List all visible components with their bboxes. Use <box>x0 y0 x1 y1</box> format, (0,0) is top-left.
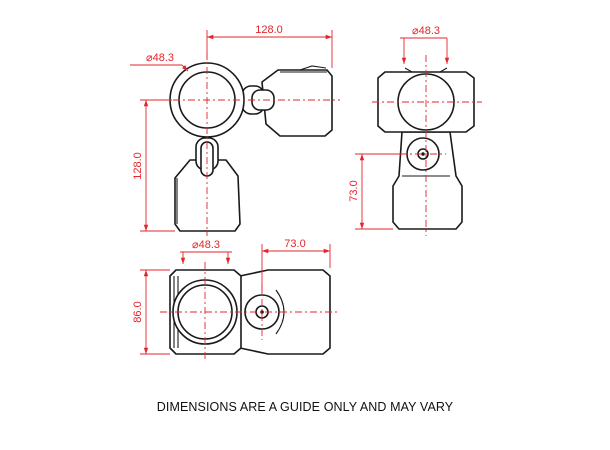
dim-diameter: ⌀48.3 <box>412 25 440 37</box>
view-top-right: ⌀48.3 73.0 <box>348 25 482 236</box>
view-bottom: ⌀48.3 73.0 86.0 <box>132 238 340 362</box>
socket-screw-tip <box>299 65 327 71</box>
diameter-leader-arrow <box>181 64 189 72</box>
disclaimer-note: DIMENSIONS ARE A GUIDE ONLY AND MAY VARY <box>156 400 454 414</box>
bottom-socket-body <box>174 159 241 232</box>
dim-height-86: 86.0 <box>132 301 144 322</box>
dim-diameter: ⌀48.3 <box>192 239 220 251</box>
block-notch <box>404 67 448 73</box>
dim-offset-73: 73.0 <box>284 238 305 250</box>
dim-height-73: 73.0 <box>348 180 360 201</box>
dim-width-128: 128.0 <box>255 24 283 36</box>
hinge-pin-center <box>421 152 425 156</box>
dim-diameter: ⌀48.3 <box>146 52 174 64</box>
side-socket-body <box>261 69 333 137</box>
dim-height-128: 128.0 <box>132 152 144 180</box>
view-top-left: 128.0 128.0 ⌀48.3 <box>130 24 340 236</box>
